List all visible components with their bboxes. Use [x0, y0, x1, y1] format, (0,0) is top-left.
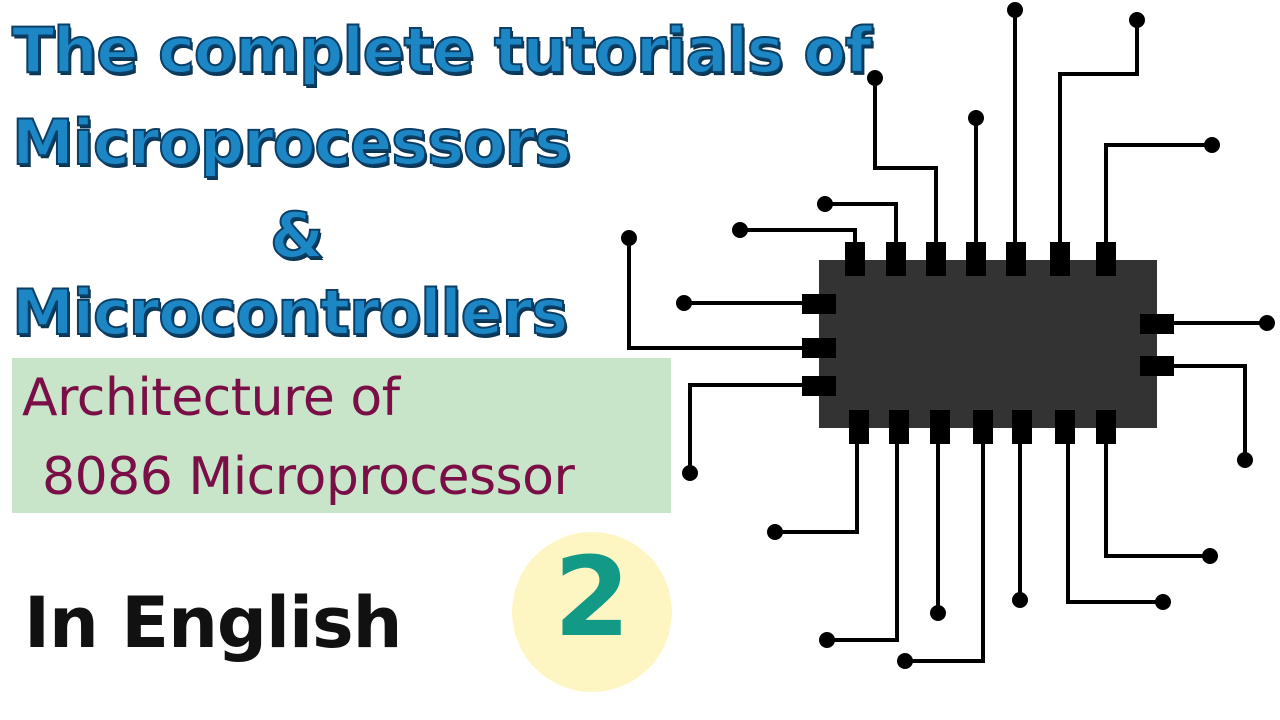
subtitle-line-2: 8086 Microprocessor	[42, 447, 575, 507]
subtitle-line-1: Architecture of	[22, 368, 400, 428]
title-line-1: The complete tutorials of	[11, 14, 873, 87]
chip-body	[819, 260, 1157, 428]
trace-endpoints	[621, 2, 1275, 669]
title-ampersand: &	[269, 199, 325, 272]
episode-badge: 2	[512, 532, 672, 692]
chip-traces	[627, 10, 1267, 663]
title-line-2: Microprocessors	[11, 106, 572, 179]
subtitle-box	[12, 358, 671, 513]
title-line-4: Microcontrollers	[11, 276, 569, 349]
episode-number: 2	[553, 533, 631, 661]
language-label: In English	[24, 582, 402, 664]
chip-pins	[802, 242, 1174, 444]
